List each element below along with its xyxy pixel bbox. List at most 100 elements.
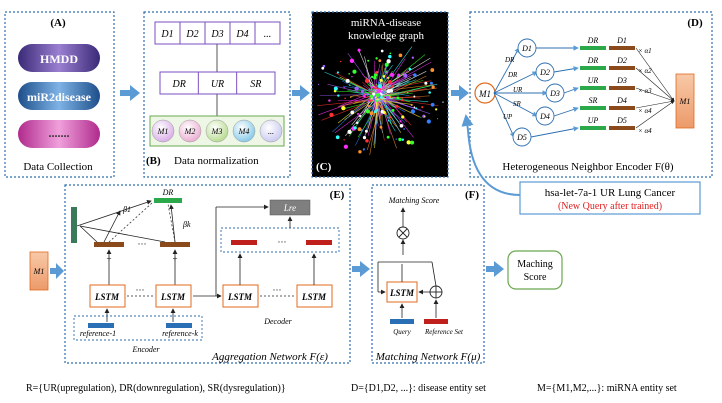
graph-node: [375, 86, 377, 88]
legend-diseases: D={D1,D2, ...}: disease entity set: [351, 383, 486, 394]
graph-node: [387, 116, 389, 119]
graph-node: [393, 96, 395, 99]
output-relation-bar: [154, 198, 182, 203]
graph-node: [387, 119, 390, 122]
graph-node: [356, 121, 359, 125]
graph-edge: [324, 71, 374, 94]
neighbor-to-pair: [530, 126, 579, 138]
graph-node: [359, 114, 362, 118]
graph-node: [408, 67, 412, 71]
graph-node: [370, 75, 374, 79]
graph-node: [376, 108, 379, 112]
decoder-lstm-k-label: LSTM: [301, 292, 327, 302]
graph-node: [375, 57, 378, 60]
graph-node: [321, 66, 325, 70]
loss-box: [269, 199, 311, 216]
pair-disease-label: D4: [616, 96, 627, 105]
graph-node: [426, 119, 431, 124]
mirna-ball-label: M3: [211, 127, 223, 136]
reference-1-label: reference-1: [80, 329, 116, 338]
graph-node: [369, 111, 374, 116]
graph-node: [413, 106, 416, 109]
neighbor-to-pair: [553, 66, 579, 73]
panel-c: miRNA-disease knowledge graph (C): [311, 11, 449, 178]
hidden-bar-1: [94, 242, 124, 247]
graph-node: [389, 72, 395, 77]
graph-node: [336, 71, 339, 74]
graph-node: [370, 93, 372, 95]
panel-e-letter: (E): [330, 189, 345, 201]
panel-c-title-2: knowledge graph: [348, 30, 425, 42]
pair-to-output: [635, 100, 675, 129]
relation-cell: DR: [171, 79, 185, 90]
graph-node: [429, 81, 433, 85]
graph-node: [356, 112, 359, 115]
decoder-label: Decoder: [263, 317, 292, 326]
query-line-2: (New Query after trained): [558, 201, 662, 212]
encoder-lstm-1: [89, 284, 126, 308]
lstm-f-label: LSTM: [389, 288, 415, 298]
pair-disease-bar: [609, 106, 635, 110]
mirna-ball: [205, 119, 229, 143]
pair-disease-label: D1: [616, 36, 627, 45]
encoder-edge-label: SR: [513, 100, 522, 108]
legend-relations: R={UR(upregulation), DR(downregulation),…: [26, 383, 286, 394]
graph-node: [351, 76, 353, 78]
graph-node: [413, 95, 416, 98]
mirna-ball: [178, 119, 202, 143]
panel-b-caption: Data normalization: [174, 155, 259, 167]
panel-e: (E) DRβ1βk···++LSTMLSTM···reference-1ref…: [64, 184, 351, 364]
decoder-output-dots: ···: [278, 237, 287, 247]
pair-relation-bar: [580, 106, 606, 110]
graph-node: [370, 85, 374, 89]
encoder-lstm-k: [155, 284, 192, 308]
graph-node: [364, 78, 370, 84]
pair-disease-label: D3: [616, 76, 627, 85]
graph-node: [383, 94, 385, 96]
neighbor-node-label: D3: [549, 89, 560, 98]
hiddenk-up: [169, 204, 176, 243]
panel-f-border: [371, 184, 485, 364]
panel-b-border: [143, 11, 291, 178]
aggregation-network: DRβ1βk···++LSTMLSTM···reference-1referen…: [71, 188, 340, 354]
graph-node: [373, 73, 378, 77]
graph-node: [368, 107, 370, 109]
graph-node: [388, 54, 392, 59]
graph-node: [347, 129, 352, 134]
encoder-edge-label: UR: [513, 86, 523, 94]
attention-weight: × α4: [638, 107, 652, 115]
graph-node: [373, 110, 377, 114]
graph-node: [389, 116, 392, 119]
graph-node: [378, 59, 382, 63]
graph-edge: [374, 97, 378, 148]
encoder-edge: [493, 47, 520, 94]
query-box-border: [519, 181, 701, 215]
graph-edge: [378, 97, 397, 149]
graph-node: [354, 86, 359, 91]
graph-node: [411, 56, 415, 59]
graph-node: [398, 53, 403, 58]
disease-cell: D1: [160, 29, 173, 40]
graph-node: [421, 106, 424, 109]
decoder-output-box: [220, 227, 340, 253]
attention-weight: × α1: [638, 47, 652, 55]
panel-a-letter: (A): [50, 17, 66, 29]
encoder-edge: [493, 92, 515, 138]
neighbor-node-label: D1: [521, 44, 532, 53]
graph-edge: [375, 97, 439, 106]
relation-cell: SR: [250, 79, 261, 90]
encoder-lstm-1-label: LSTM: [94, 292, 120, 302]
pair-to-output: [635, 99, 675, 109]
graph-node: [391, 85, 394, 88]
graph-node: [379, 78, 383, 82]
graph-node: [410, 140, 415, 145]
graph-node: [386, 95, 390, 100]
graph-node: [357, 127, 362, 132]
pair-to-output: [635, 67, 675, 102]
beta-k-label: βk: [182, 220, 191, 229]
loss-label: Lre: [283, 203, 296, 213]
graph-node: [318, 83, 320, 85]
